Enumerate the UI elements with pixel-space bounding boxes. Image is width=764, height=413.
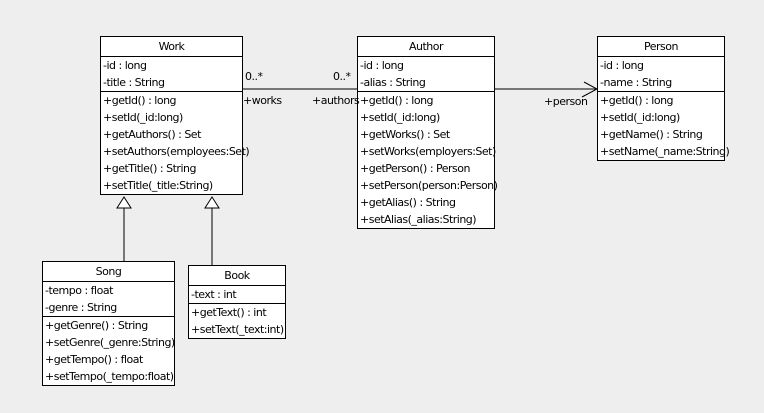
member-row: -genre : String — [45, 301, 117, 314]
member-row: +getGenre() : String — [45, 319, 148, 332]
member-row: +getId() : long — [103, 94, 177, 107]
role-label-works[interactable]: +works — [243, 94, 282, 107]
attributes-compartment-work: -id : long -title : String — [101, 56, 242, 91]
class-box-book[interactable]: Book -text : int +getText() : int +setTex… — [188, 265, 286, 339]
methods-compartment-person: +getId() : long +setId(_id:long) +getName(… — [598, 91, 730, 160]
member-row: +setGenre(_genre:String) — [45, 336, 175, 349]
member-row: +setPerson(person:Person) — [360, 179, 498, 192]
class-title-book: Book — [224, 269, 250, 282]
methods-compartment-work: +getId() : long +setId(_id:long) +getAutho… — [101, 91, 250, 194]
member-row: -name : String — [600, 76, 672, 89]
class-box-work[interactable]: Work -id : long -title : String +getId() … — [100, 36, 250, 195]
member-row: +setId(_id:long) — [103, 111, 183, 124]
member-row: +setAuthors(employees:Set) — [103, 145, 250, 158]
attributes-compartment-author: -id : long -alias : String — [358, 56, 494, 91]
member-row: +setId(_id:long) — [600, 111, 680, 124]
member-row: -tempo : float — [45, 284, 113, 297]
member-row: +getText() : int — [191, 306, 267, 319]
class-box-song[interactable]: Song -tempo : float -genre : String +getG… — [42, 261, 175, 386]
triangle-arrowhead-book — [204, 196, 220, 209]
methods-compartment-author: +getId() : long +setId(_id:long) +getWorks… — [358, 91, 498, 228]
member-row: +getTempo() : float — [45, 353, 143, 366]
member-row: +getName() : String — [600, 128, 703, 141]
attributes-compartment-song: -tempo : float -genre : String — [43, 281, 174, 316]
member-row: +getWorks() : Set — [360, 128, 450, 141]
role-label-authors[interactable]: +authors — [312, 94, 360, 107]
member-row: +getPerson() : Person — [360, 162, 471, 175]
triangle-arrowhead-song — [116, 196, 132, 209]
member-row: +setAlias(_alias:String) — [360, 213, 477, 226]
member-row: -text : int — [191, 288, 237, 301]
member-row: +getAuthors() : Set — [103, 128, 201, 141]
class-title-person: Person — [644, 40, 678, 53]
member-row: +setText(_text:int) — [191, 323, 284, 336]
member-row: -title : String — [103, 76, 165, 89]
member-row: +setTempo(_tempo:float) — [45, 370, 174, 383]
member-row: -id : long — [360, 59, 404, 72]
class-title-song: Song — [95, 265, 122, 278]
attributes-compartment-person: -id : long -name : String — [598, 56, 724, 91]
class-box-person[interactable]: Person -id : long -name : String +getId()… — [597, 36, 730, 161]
role-label-person[interactable]: +person — [544, 95, 588, 108]
member-row: +setTitle(_title:String) — [103, 179, 213, 192]
member-row: +getId() : long — [360, 94, 434, 107]
member-row: -id : long — [600, 59, 644, 72]
member-row: +getAlias() : String — [360, 196, 456, 209]
member-row: +getTitle() : String — [103, 162, 196, 175]
attributes-compartment-book: -text : int — [189, 285, 285, 303]
member-row: -alias : String — [360, 76, 426, 89]
methods-compartment-song: +getGenre() : String +setGenre(_genre:Str… — [43, 316, 175, 385]
multiplicity-label-author-end[interactable]: 0..* — [333, 70, 351, 83]
methods-compartment-book: +getText() : int +setText(_text:int) — [189, 303, 285, 338]
member-row: +setName(_name:String) — [600, 145, 730, 158]
member-row: -id : long — [103, 59, 147, 72]
class-box-author[interactable]: Author -id : long -alias : String +getId(… — [357, 36, 498, 229]
member-row: +getId() : long — [600, 94, 674, 107]
member-row: +setId(_id:long) — [360, 111, 440, 124]
member-row: +setWorks(employers:Set) — [360, 145, 496, 158]
class-title-author: Author — [408, 40, 444, 53]
multiplicity-label-work-end[interactable]: 0..* — [245, 70, 263, 83]
class-title-work: Work — [158, 40, 185, 53]
